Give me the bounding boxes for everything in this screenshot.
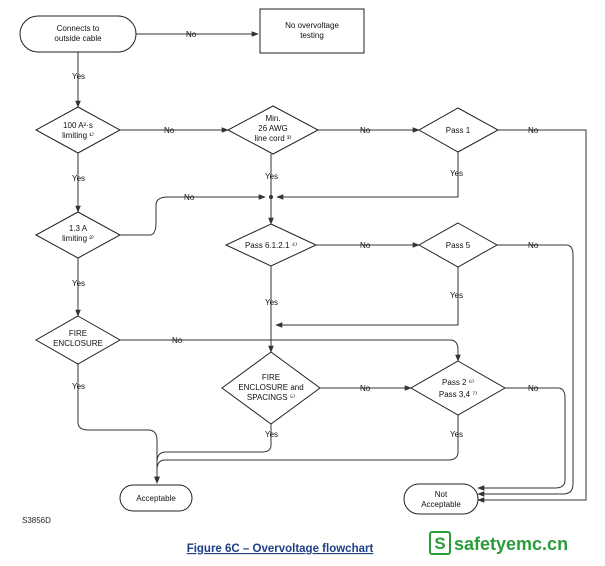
- svg-text:testing: testing: [300, 31, 324, 40]
- svg-text:Acceptable: Acceptable: [136, 494, 176, 503]
- svg-text:SPACINGS ⁵⁾: SPACINGS ⁵⁾: [247, 393, 295, 402]
- figure-code: S3856D: [22, 516, 51, 525]
- node-limit-1-3-a: 1.3 A limiting ²⁾: [34, 211, 122, 259]
- edge-fire-spacings-to-acceptable: [154, 424, 272, 484]
- edge-label-no: No: [360, 384, 371, 393]
- svg-text:26 AWG: 26 AWG: [258, 124, 288, 133]
- figure-caption: Figure 6C – Overvoltage flowchart: [187, 543, 374, 555]
- svg-text:Pass 6.1.2.1 ⁴⁾: Pass 6.1.2.1 ⁴⁾: [245, 241, 297, 250]
- edge-label-no: No: [186, 30, 197, 39]
- edge-pass2-to-not-acceptable: [477, 387, 566, 491]
- node-min-26-awg-line-cord: Min. 26 AWG line cord ³⁾: [226, 105, 320, 155]
- node-pass-6-1-2-1: Pass 6.1.2.1 ⁴⁾: [224, 223, 318, 267]
- svg-text:Pass 2 ⁶⁾: Pass 2 ⁶⁾: [442, 378, 474, 387]
- edge-pass1-to-not-acceptable: [477, 129, 587, 503]
- edge-label-no: No: [172, 336, 183, 345]
- watermark-logo: S safetyemc.cn: [429, 531, 568, 555]
- edge-label-no: No: [528, 241, 539, 250]
- svg-text:Pass 5: Pass 5: [446, 241, 471, 250]
- edge-label-yes: Yes: [450, 169, 463, 178]
- brand-text: safetyemc.cn: [454, 534, 568, 554]
- edge-pass2-to-acceptable: [154, 415, 459, 484]
- edge-label-yes: Yes: [265, 298, 278, 307]
- svg-text:ENCLOSURE and: ENCLOSURE and: [238, 383, 303, 392]
- svg-text:limiting ¹⁾: limiting ¹⁾: [62, 131, 94, 140]
- edge-label-no: No: [360, 241, 371, 250]
- edge-label-yes: Yes: [72, 382, 85, 391]
- edge-label-yes: Yes: [450, 430, 463, 439]
- edge-pass1-to-junction: [276, 152, 459, 200]
- edge-label-yes: Yes: [265, 172, 278, 181]
- svg-text:outside cable: outside cable: [54, 34, 102, 43]
- svg-text:Pass 1: Pass 1: [446, 126, 471, 135]
- node-pass-2-3-4: Pass 2 ⁶⁾ Pass 3,4 ⁷⁾: [409, 360, 507, 416]
- node-acceptable: Acceptable: [119, 484, 193, 512]
- edge-label-no: No: [184, 193, 195, 202]
- node-connects-to-outside-cable: Connects to outside cable: [19, 15, 137, 53]
- brand-badge-icon: [429, 531, 451, 555]
- edge-label-yes: Yes: [72, 174, 85, 183]
- edge-label-yes: Yes: [450, 291, 463, 300]
- svg-text:ENCLOSURE: ENCLOSURE: [53, 339, 103, 348]
- edge-label-yes: Yes: [72, 279, 85, 288]
- svg-text:100 A²·s: 100 A²·s: [63, 121, 93, 130]
- svg-text:Connects to: Connects to: [57, 24, 100, 33]
- svg-text:FIRE: FIRE: [262, 373, 280, 382]
- node-pass-1: Pass 1: [417, 107, 500, 153]
- node-no-overvoltage-testing: No overvoltage testing: [259, 8, 365, 54]
- edge-labels: No Yes No No No Yes Yes Yes No No No Yes…: [72, 30, 539, 439]
- svg-text:FIRE: FIRE: [69, 329, 87, 338]
- svg-text:Min.: Min.: [265, 114, 280, 123]
- edge-pass5-to-merge: [275, 267, 459, 328]
- edge-label-no: No: [528, 384, 539, 393]
- edge-label-yes: Yes: [72, 72, 85, 81]
- node-pass-5: Pass 5: [417, 222, 499, 268]
- svg-text:No overvoltage: No overvoltage: [285, 21, 339, 30]
- connector-lines: [75, 31, 587, 503]
- edge-label-yes: Yes: [265, 430, 278, 439]
- node-fire-enclosure: FIRE ENCLOSURE: [34, 315, 122, 365]
- node-limit-100-a2s: 100 A²·s limiting ¹⁾: [34, 106, 122, 154]
- edge-fire-enclosure-to-pass2: [120, 339, 461, 362]
- edge-label-no: No: [164, 126, 175, 135]
- edge-label-no: No: [528, 126, 539, 135]
- junction-dot: [269, 195, 273, 199]
- node-not-acceptable: Not Acceptable: [403, 483, 479, 515]
- svg-text:line cord ³⁾: line cord ³⁾: [254, 134, 291, 143]
- edge-fire-enclosure-to-acceptable: [77, 364, 160, 484]
- svg-text:Pass 3,4 ⁷⁾: Pass 3,4 ⁷⁾: [439, 390, 477, 399]
- edge-limit13-to-junction: [120, 194, 266, 236]
- edge-label-no: No: [360, 126, 371, 135]
- svg-text:1.3 A: 1.3 A: [69, 224, 88, 233]
- edge-pass5-to-not-acceptable: [477, 244, 574, 497]
- svg-text:Not: Not: [435, 490, 448, 499]
- node-fire-enclosure-and-spacings: FIRE ENCLOSURE and SPACINGS ⁵⁾: [221, 351, 321, 425]
- svg-text:limiting ²⁾: limiting ²⁾: [62, 234, 94, 243]
- brand-mark: S: [434, 534, 445, 553]
- svg-text:Acceptable: Acceptable: [421, 500, 461, 509]
